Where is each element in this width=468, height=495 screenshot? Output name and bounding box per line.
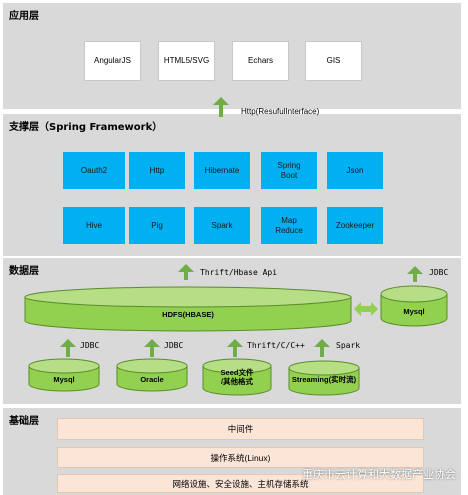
jdbc-label-2: JDBC	[164, 341, 184, 350]
base-layer-title: 基础层	[9, 416, 39, 427]
base-bar-infrastructure: 网络设施、安全设施、主机存储系统	[57, 474, 424, 493]
support-box-spring-boot: Spring Boot	[261, 152, 317, 189]
support-layer-title: 支撑层（Spring Framework）	[9, 122, 163, 133]
support-box-oauth2: Oauth2	[63, 152, 125, 189]
http-up-arrow	[213, 97, 229, 117]
app-box-html5-svg: HTML5/SVG	[158, 41, 215, 81]
source-cylinder-seed	[202, 358, 272, 396]
app-box-angularjs: AngularJS	[84, 41, 141, 81]
jdbc-right-label: JDBC	[429, 268, 449, 277]
watermark: 重庆市云计算和大数据产业协会	[302, 469, 456, 481]
source-cylinder-streaming	[288, 360, 360, 396]
jdbc-right-up-arrow	[407, 266, 423, 282]
http-interface-label: Http(ResufulInterface)	[241, 107, 320, 116]
jdbc-label-1: JDBC	[80, 341, 100, 350]
support-box-map-reduce: Map Reduce	[261, 207, 317, 244]
source-cylinder-oracle	[116, 358, 188, 392]
thrift-hbase-api-label: Thrift/Hbase Api	[200, 268, 278, 277]
hdfs-label: HDFS(HBASE)	[162, 310, 214, 319]
app-box-gis: GIS	[305, 41, 362, 81]
app-box-echars: Echars	[232, 41, 289, 81]
support-box-hive: Hive	[63, 207, 125, 244]
base-bar-middleware: 中间件	[57, 418, 424, 440]
source-cylinder-mysql	[28, 358, 100, 392]
source-mysql-label: Mysql	[53, 375, 75, 384]
spark-label: Spark	[336, 341, 361, 350]
jdbc-arrow-1	[60, 339, 76, 357]
right-mysql-label: Mysql	[403, 307, 425, 316]
jdbc-arrow-2	[144, 339, 160, 357]
application-layer-title: 应用层	[9, 11, 39, 22]
source-oracle-label: Oracle	[140, 375, 164, 384]
source-streaming-label: Streaming(实时流)	[291, 375, 357, 384]
source-seed-label: Seed文件 /其他格式	[220, 368, 254, 386]
hdfs-mysql-double-arrow	[354, 302, 378, 316]
support-box-zookeeper: Zookeeper	[327, 207, 383, 244]
support-box-pig: Pig	[129, 207, 185, 244]
data-layer-title: 数据层	[9, 266, 39, 277]
hdfs-cylinder	[24, 286, 352, 332]
spark-arrow	[314, 339, 330, 357]
thrift-c-label: Thrift/C/C++	[247, 341, 305, 350]
thrift-c-arrow	[227, 339, 243, 357]
right-mysql-cylinder	[380, 285, 448, 327]
thrift-hbase-up-arrow	[178, 264, 194, 280]
base-bar-os: 操作系统(Linux)	[57, 447, 424, 468]
support-box-json: Json	[327, 152, 383, 189]
support-box-http: Http	[129, 152, 185, 189]
support-box-hibernate: Hibernate	[194, 152, 250, 189]
support-box-spark: Spark	[194, 207, 250, 244]
